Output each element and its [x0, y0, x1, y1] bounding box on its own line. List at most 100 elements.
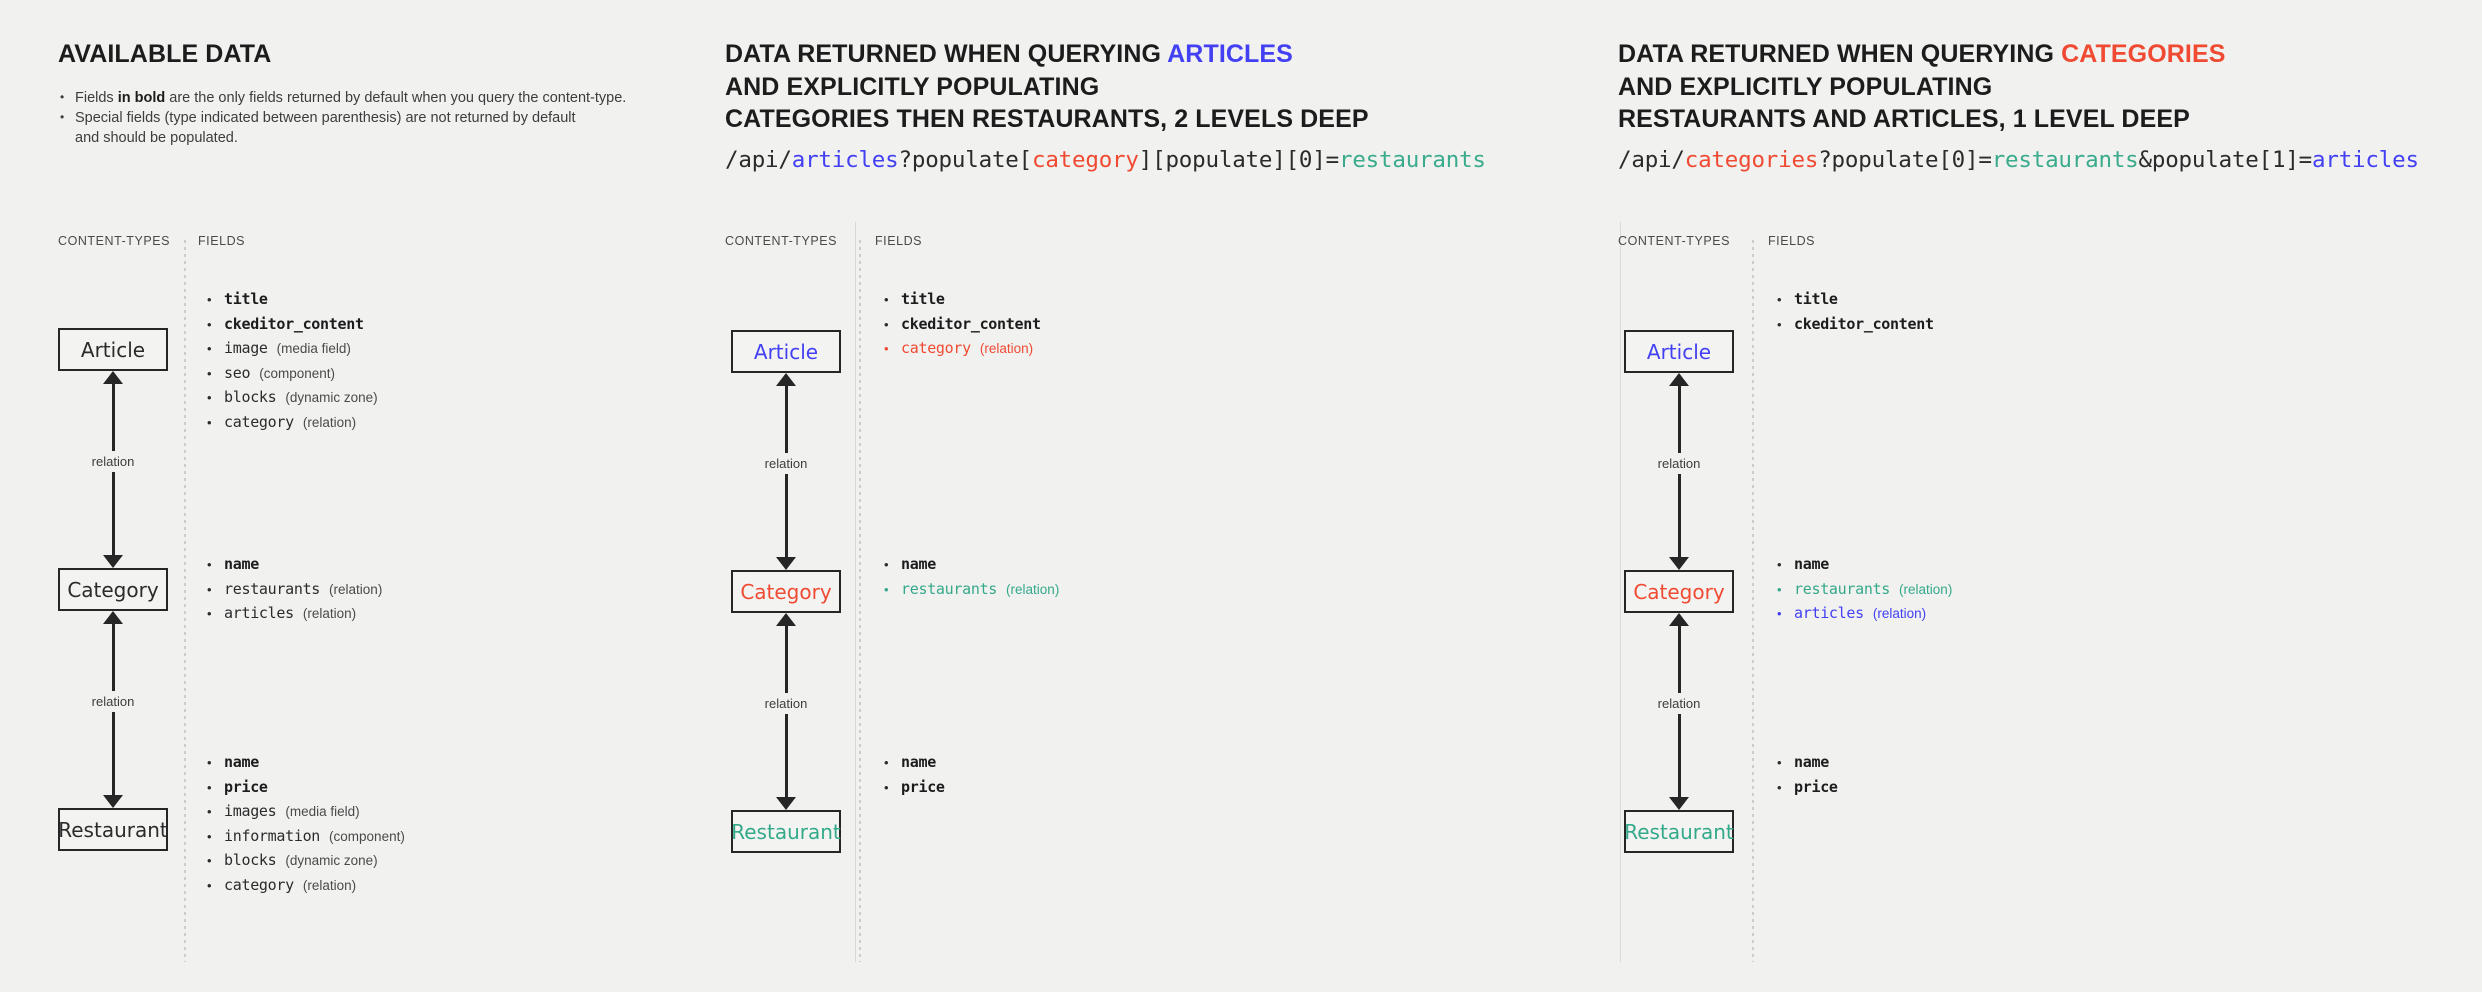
- field-name: category: [901, 339, 971, 357]
- field-type: (relation): [302, 877, 357, 893]
- panel-1-heading: AVAILABLE DATA: [58, 40, 272, 68]
- api-url-categories[interactable]: /api/categories?populate[0]=restaurants&…: [1618, 147, 2419, 173]
- bullet-icon: •: [884, 557, 889, 572]
- bullet-icon: •: [207, 828, 212, 844]
- relation-label: relation: [1631, 453, 1727, 474]
- arrowhead-down-icon: [103, 795, 123, 808]
- arrowhead-up-icon: [1669, 373, 1689, 386]
- field-name: articles: [1794, 604, 1864, 622]
- url-segment: articles: [2312, 147, 2419, 173]
- col3-sublabel-fields: FIELDS: [1768, 234, 1816, 248]
- col1-sublabel-content-types: CONTENT-TYPES: [58, 234, 171, 248]
- entity-box-restaurant[interactable]: Restaurant: [58, 808, 168, 851]
- bullet-icon: •: [207, 853, 212, 868]
- relation-connector-category-restaurant: relation: [65, 611, 161, 808]
- relation-label: relation: [65, 691, 161, 712]
- url-segment: /api/: [1618, 147, 1685, 173]
- field-name: ckeditor_content: [1794, 314, 1934, 333]
- bullet-icon: •: [207, 606, 212, 621]
- field-name: title: [1794, 290, 1838, 308]
- field-name: title: [224, 290, 268, 308]
- entity-box-article[interactable]: Article: [1624, 330, 1734, 373]
- bullet-icon: •: [207, 414, 212, 430]
- entity-box-category[interactable]: Category: [731, 570, 841, 613]
- url-segment: /api/: [725, 147, 792, 173]
- field-row: •image(media field): [207, 339, 378, 359]
- entity-box-article[interactable]: Article: [731, 330, 841, 373]
- note-item-2-continuation: and should be populated.: [75, 130, 238, 146]
- bullet-icon: •: [1777, 581, 1782, 597]
- note-1-post: are the only fields returned by default …: [165, 90, 627, 106]
- field-list-restaurant: •name•price: [1777, 753, 1838, 802]
- field-type: (component): [259, 365, 335, 381]
- note-2-pre: Special fields (type indicated between p…: [75, 110, 576, 126]
- panel-available-data: AVAILABLE DATA Fields in bold are the on…: [0, 0, 855, 992]
- arrowhead-up-icon: [1669, 613, 1689, 626]
- relation-connector-article-category: relation: [65, 371, 161, 568]
- arrowhead-up-icon: [776, 373, 796, 386]
- entity-box-restaurant[interactable]: Restaurant: [1624, 810, 1734, 853]
- bullet-icon: •: [884, 341, 889, 356]
- arrowhead-down-icon: [103, 555, 123, 568]
- field-list-article: •title•ckeditor_content•image(media fiel…: [207, 290, 378, 437]
- arrowhead-down-icon: [776, 797, 796, 810]
- field-row: •category(relation): [207, 413, 378, 433]
- field-row: •name: [884, 555, 1059, 575]
- relation-connector-article-category: relation: [1631, 373, 1727, 570]
- field-name: images: [224, 802, 277, 820]
- url-segment: articles: [791, 147, 899, 173]
- field-list-article: •title•ckeditor_content•category(relatio…: [884, 290, 1041, 364]
- arrowhead-up-icon: [103, 371, 123, 384]
- field-type: (media field): [285, 804, 360, 819]
- bullet-icon: •: [1777, 557, 1782, 572]
- field-name: price: [1794, 777, 1838, 796]
- panel-2-heading-accent: ARTICLES: [1167, 40, 1293, 68]
- field-name: category: [224, 875, 294, 894]
- field-name: restaurants: [1794, 579, 1891, 598]
- url-segment: ][populate][0]=: [1138, 147, 1339, 173]
- field-row: •seo(component): [207, 364, 378, 384]
- panel-2-heading-line-3: CATEGORIES THEN RESTAURANTS, 2 LEVELS DE…: [725, 105, 1369, 133]
- field-name: blocks: [224, 388, 277, 406]
- field-name: information: [224, 826, 321, 845]
- bullet-icon: •: [207, 779, 212, 795]
- col3-dotted-divider: [1752, 240, 1754, 962]
- panel-3-heading-prefix: DATA RETURNED WHEN QUERYING: [1618, 40, 2062, 68]
- panel-2-heading-prefix: DATA RETURNED WHEN QUERYING: [725, 40, 1168, 68]
- field-row: •ckeditor_content: [884, 315, 1041, 335]
- field-name: name: [1794, 555, 1829, 573]
- panel-divider-2: [1620, 222, 1621, 962]
- entity-box-category[interactable]: Category: [1624, 570, 1734, 613]
- bullet-icon: •: [1777, 779, 1782, 795]
- col2-sublabel-fields: FIELDS: [875, 234, 923, 248]
- field-row: •title: [1777, 290, 1934, 310]
- panel-divider-1: [855, 222, 856, 962]
- col2-dotted-divider: [859, 240, 861, 962]
- field-row: •category(relation): [207, 876, 405, 896]
- field-list-category: •name•restaurants(relation): [884, 555, 1059, 604]
- field-row: •name: [207, 753, 405, 773]
- field-list-article: •title • ckeditor_content: [1777, 290, 1934, 339]
- note-item-1: Fields in bold are the only fields retur…: [58, 87, 627, 108]
- entity-box-category[interactable]: Category: [58, 568, 168, 611]
- field-row: • ckeditor_content: [1777, 315, 1934, 335]
- arrowhead-up-icon: [103, 611, 123, 624]
- field-row: • price: [1777, 778, 1838, 798]
- relation-connector-article-category: relation: [738, 373, 834, 570]
- relation-label: relation: [65, 451, 161, 472]
- entity-box-restaurant[interactable]: Restaurant: [731, 810, 841, 853]
- relation-connector-category-restaurant: relation: [1631, 613, 1727, 810]
- url-segment: ?populate[: [898, 147, 1033, 173]
- field-row: •images(media field): [207, 802, 405, 822]
- field-row: •price: [207, 778, 405, 798]
- bullet-icon: •: [1777, 755, 1782, 770]
- field-type: (relation): [302, 606, 357, 621]
- panel-2-heading: DATA RETURNED WHEN QUERYING ARTICLES AND…: [725, 38, 1605, 136]
- bullet-icon: •: [1777, 316, 1782, 332]
- entity-box-article[interactable]: Article: [58, 328, 168, 371]
- field-name: ckeditor_content: [224, 314, 364, 333]
- col1-dotted-divider: [184, 240, 186, 962]
- field-row: •articles(relation): [1777, 604, 1952, 624]
- api-url-articles[interactable]: /api/articles?populate[category][populat…: [725, 147, 1486, 173]
